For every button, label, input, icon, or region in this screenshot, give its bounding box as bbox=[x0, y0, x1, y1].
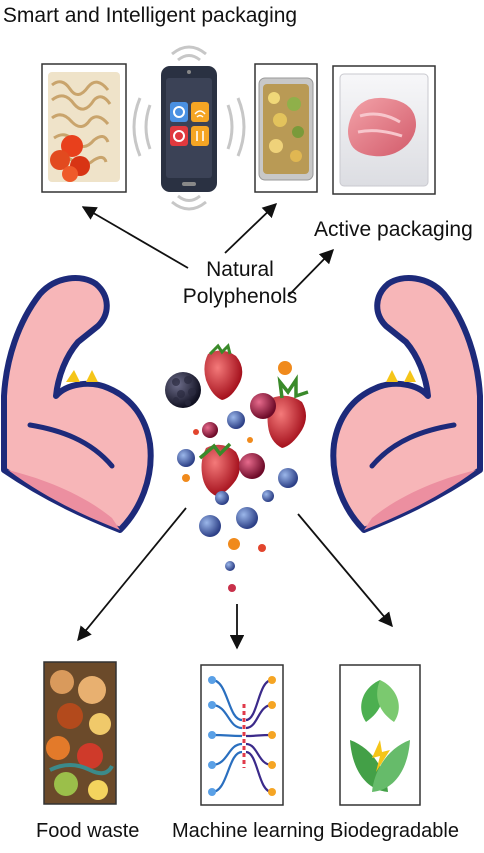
title-smart-packaging: Smart and Intelligent packaging bbox=[2, 4, 298, 27]
neural-network-icon bbox=[200, 664, 284, 806]
arrow-to-food-waste bbox=[77, 507, 187, 642]
arrows bbox=[77, 203, 393, 650]
flexed-arm-left-icon bbox=[1, 275, 154, 533]
food-waste-icon bbox=[43, 661, 117, 805]
label-natural-polyphenols: Natural Polyphenols bbox=[180, 256, 300, 311]
label-active-packaging: Active packaging bbox=[314, 218, 473, 241]
noodle-tray-icon bbox=[41, 63, 127, 193]
vacuum-meat-icon bbox=[332, 65, 436, 195]
label-machine-learning: Machine learning bbox=[172, 820, 325, 842]
leaf-recycle-icon bbox=[339, 664, 421, 806]
label-natural: Natural bbox=[206, 258, 274, 281]
arrow-to-biodegradable bbox=[297, 513, 393, 628]
arrow-to-food-tray bbox=[224, 203, 278, 254]
label-polyphenols: Polyphenols bbox=[182, 285, 298, 309]
smartphone-icon bbox=[132, 45, 246, 211]
arrow-to-active-packaging bbox=[287, 248, 335, 297]
berries-icon bbox=[165, 343, 309, 592]
label-food-waste: Food waste bbox=[36, 820, 140, 842]
food-tray-icon bbox=[254, 63, 318, 193]
flexed-arm-right-icon bbox=[330, 275, 483, 533]
label-biodegradable: Biodegradable bbox=[330, 820, 459, 842]
arrow-to-noodle-tray bbox=[81, 206, 189, 269]
